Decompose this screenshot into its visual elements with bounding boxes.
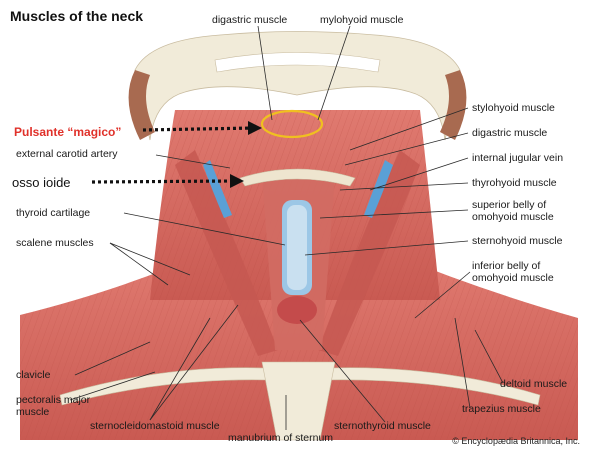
label-inferior-omohyoid-2: omohyoid muscle xyxy=(472,272,554,284)
label-pectoralis-1: pectoralis major xyxy=(16,394,91,406)
label-internal-jugular: internal jugular vein xyxy=(472,152,564,164)
label-superior-omohyoid-1: superior belly of xyxy=(472,199,547,211)
label-pectoralis-2: muscle xyxy=(16,406,50,418)
sternocleidomastoid-left xyxy=(175,150,278,356)
leader-lines xyxy=(69,25,504,430)
label-sternohyoid: sternohyoid muscle xyxy=(472,235,563,247)
hyoid-bone xyxy=(239,168,356,187)
teeth xyxy=(214,52,381,73)
copyright-notice: © Encyclopædia Britannica, Inc. xyxy=(452,436,580,446)
label-scalene: scalene muscles xyxy=(16,237,94,249)
label-thyrohyoid: thyrohyoid muscle xyxy=(472,177,557,189)
annotation-osso-ioide: osso ioide xyxy=(12,175,71,190)
label-sternothyroid: sternothyroid muscle xyxy=(334,420,431,432)
label-mylohyoid: mylohyoid muscle xyxy=(320,14,404,26)
annotation-pulsante: Pulsante “magico” xyxy=(14,125,122,139)
label-clavicle: clavicle xyxy=(16,369,51,381)
label-superior-omohyoid-2: omohyoid muscle xyxy=(472,211,554,223)
sternocleidomastoid-right xyxy=(318,150,420,356)
osso-ioide-arrow xyxy=(91,179,236,184)
label-trapezius: trapezius muscle xyxy=(462,403,541,415)
label-manubrium: manubrium of sternum xyxy=(228,432,334,444)
diagram-title: Muscles of the neck xyxy=(10,8,144,24)
label-thyroid-cartilage: thyroid cartilage xyxy=(16,207,91,219)
ear-left xyxy=(128,70,155,140)
jugular-vein-right xyxy=(364,160,393,218)
manubrium xyxy=(261,361,336,441)
label-inferior-omohyoid-1: inferior belly of xyxy=(472,260,541,272)
label-deltoid: deltoid muscle xyxy=(500,378,568,390)
label-digastric-top: digastric muscle xyxy=(212,14,288,26)
label-external-carotid: external carotid artery xyxy=(16,148,118,160)
pulsante-arrow xyxy=(142,126,256,132)
mandible xyxy=(134,31,461,141)
label-stylohyoid: stylohyoid muscle xyxy=(472,102,555,114)
pulsante-ring xyxy=(260,109,324,139)
ear-right xyxy=(440,70,467,140)
thyroid-gland xyxy=(277,296,317,324)
label-sternocleidomastoid: sternocleidomastoid muscle xyxy=(90,420,220,432)
label-digastric-right: digastric muscle xyxy=(472,127,548,139)
jugular-vein-left xyxy=(203,160,232,218)
